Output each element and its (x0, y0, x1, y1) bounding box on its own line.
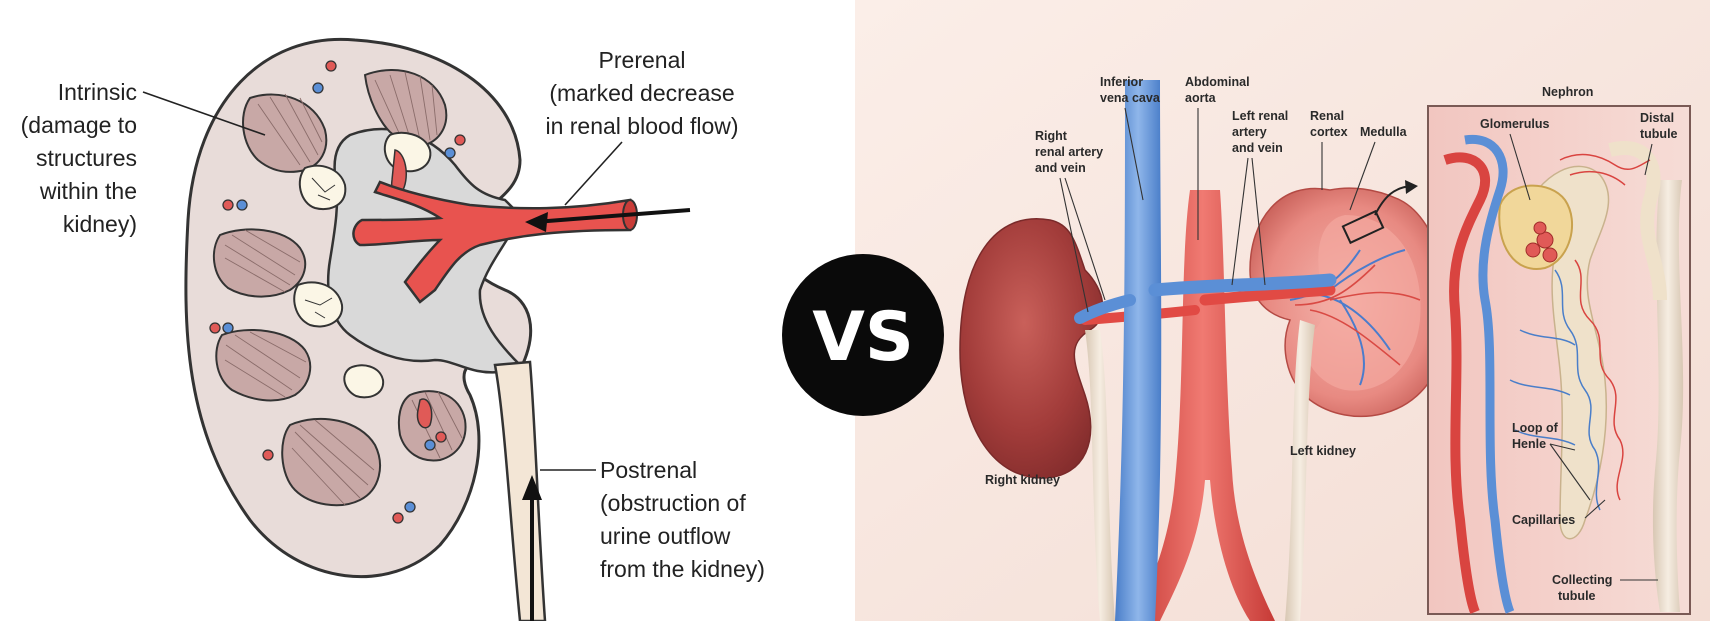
tubule-loop (1518, 165, 1610, 540)
postrenal-line-1: Postrenal (600, 457, 697, 483)
ivc-leader (1124, 107, 1144, 201)
prerenal-leader (564, 141, 623, 206)
peritubular-capillaries (1509, 153, 1651, 511)
label-capillaries: Capillaries (1512, 513, 1575, 527)
vessel-dots (209, 60, 466, 524)
left-kidney-medulla (1304, 215, 1421, 391)
label-abdominal-aorta: Abdominal aorta (1185, 75, 1250, 240)
medulla-highlight-box (1341, 209, 1385, 245)
zoom-arrowhead (1405, 180, 1418, 194)
postrenal-line-2: (obstruction of (600, 490, 746, 516)
postrenal-label: Postrenal (obstruction of urine outflow … (540, 457, 765, 582)
rrav-leader-2 (1064, 177, 1106, 301)
renal-pyramids (212, 68, 467, 507)
right-panel: Inferior vena cava Abdominal aorta Left … (855, 0, 1710, 621)
intrinsic-label: Intrinsic (damage to structures within t… (21, 79, 266, 237)
intrinsic-line-1: Intrinsic (58, 79, 137, 105)
prerenal-line-2: (marked decrease (549, 80, 734, 106)
right-renal-vein (1074, 294, 1136, 324)
label-glomerulus: Glomerulus (1480, 117, 1550, 131)
nephron-inset: Nephron Glomerulus Distal tubule Loop of… (1427, 85, 1691, 615)
lrav-line-3: and vein (1232, 141, 1283, 155)
label-loop-line-2: Henle (1512, 437, 1546, 451)
pyramid-lower-left (215, 329, 312, 402)
lrav-leader-2 (1251, 157, 1266, 286)
postrenal-line-4: from the kidney) (600, 556, 765, 582)
postrenal-flow-arrow (522, 475, 542, 621)
ivc-line-2: vena cava (1100, 91, 1161, 105)
vs-badge: VS (782, 254, 944, 416)
label-inferior-vena-cava: Inferior vena cava (1100, 75, 1161, 201)
label-collecting-line-1: Collecting (1552, 573, 1612, 587)
rrav-line-1: Right (1035, 129, 1068, 143)
glomerulus-capillary-tuft (1525, 221, 1558, 263)
lrav-leader-1 (1231, 157, 1249, 286)
calyx-2 (298, 164, 347, 210)
calyx-4 (343, 364, 385, 399)
abdominal-aorta (1130, 190, 1275, 621)
medulla-line-1: Medulla (1360, 125, 1408, 139)
left-renal-artery (1199, 284, 1336, 306)
label-renal-cortex: Renal cortex (1310, 109, 1348, 190)
cortex-line-2: cortex (1310, 125, 1348, 139)
prerenal-line-3: in renal blood flow) (545, 113, 738, 139)
ivc-line-1: Inferior (1100, 75, 1143, 89)
vs-badge-circle (782, 254, 944, 416)
label-distal-line-1: Distal (1640, 111, 1674, 125)
intrinsic-line-5: kidney) (63, 211, 137, 237)
pyramid-mid-left (212, 228, 307, 298)
aorta-line-2: aorta (1185, 91, 1217, 105)
label-right-renal-artery-vein: Right renal artery and vein (1035, 129, 1106, 313)
intrinsic-line-4: within the (39, 178, 137, 204)
label-medulla: Medulla (1349, 125, 1408, 211)
aorta-line-1: Abdominal (1185, 75, 1250, 89)
pyramid-bottom (281, 417, 381, 507)
prerenal-flow-arrow (525, 208, 691, 232)
intrinsic-leader (142, 91, 266, 136)
right-ureter (1085, 330, 1115, 621)
lrav-line-1: Left renal (1232, 109, 1288, 123)
label-left-kidney: Left kidney (1290, 444, 1356, 458)
pyramid-striations (224, 71, 463, 506)
intrinsic-line-2: (damage to (21, 112, 137, 138)
postrenal-line-3: urine outflow (600, 523, 731, 549)
inset-vein (1464, 134, 1515, 614)
left-panel: Intrinsic (damage to structures within t… (20, 37, 765, 621)
cortex-line-1: Renal (1310, 109, 1344, 123)
rrav-leader-1 (1059, 177, 1089, 313)
renal-artery (352, 180, 632, 304)
prerenal-label: Prerenal (marked decrease in renal blood… (545, 47, 739, 206)
loop-leader-2 (1549, 443, 1591, 501)
right-kidney-shape (959, 218, 1104, 479)
nephron-title: Nephron (1542, 85, 1593, 99)
glomerulus-leader (1509, 133, 1531, 201)
minor-calyces (293, 131, 432, 399)
rrav-line-3: and vein (1035, 161, 1086, 175)
lrav-line-2: artery (1232, 125, 1267, 139)
label-loop-line-1: Loop of (1512, 421, 1559, 435)
inferior-vena-cava (1115, 80, 1162, 621)
capillaries-leader (1584, 499, 1606, 519)
label-right-kidney: Right kidney (985, 473, 1060, 487)
inset-artery (1443, 152, 1490, 614)
label-left-renal-artery-vein: Left renal artery and vein (1231, 109, 1288, 286)
label-distal-line-2: tubule (1640, 127, 1678, 141)
prerenal-line-1: Prerenal (599, 47, 686, 73)
loop-leader-1 (1549, 443, 1576, 451)
vs-badge-text: VS (812, 298, 914, 377)
medulla-leader (1349, 141, 1376, 211)
label-collecting-line-2: tubule (1558, 589, 1596, 603)
rrav-line-2: renal artery (1035, 145, 1103, 159)
left-ureter (1285, 320, 1315, 621)
left-renal-vein (1148, 273, 1337, 297)
distal-tubule-shape (1608, 141, 1667, 301)
intrinsic-line-3: structures (36, 145, 137, 171)
distal-leader (1644, 143, 1653, 176)
